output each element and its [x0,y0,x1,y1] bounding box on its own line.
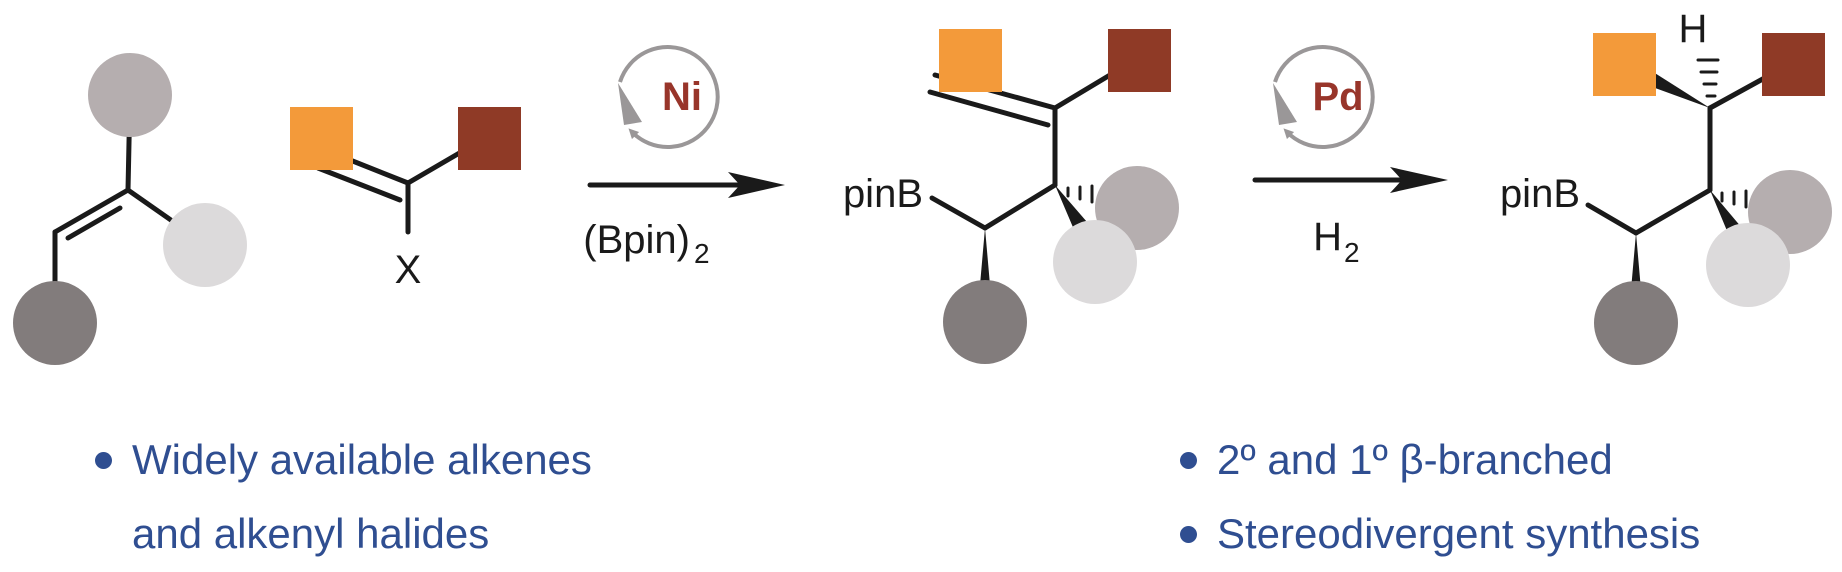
orange-square [939,29,1002,92]
pd-cycle-arrowhead-icon [1273,83,1297,125]
reaction-scheme: X Ni (Bpin) 2 pinB [13,7,1832,365]
substituent-light-gray [1053,220,1137,304]
boron-group-label: pinB [843,172,923,216]
wedge-bond-icon-2 [1631,233,1641,290]
ni-cycle-arrowhead-icon [618,83,642,125]
orange-square [290,107,353,170]
orange-square [1593,33,1656,96]
substituent-dark-gray [943,280,1027,364]
red-square [1108,29,1171,92]
step2-arrowhead-icon [1390,167,1448,193]
hydrogen-label: H [1679,7,1708,51]
bullet-continuation: and alkenyl halides [132,510,490,557]
step2: Pd H 2 [1252,44,1448,268]
wedge-bond-icon [1644,70,1710,108]
alkene-substituent-medium-gray [88,53,172,137]
bullet-item: 2º and 1º β-branched [1180,423,1700,497]
step1-arrowhead-icon [728,172,785,198]
right-bullet-list: 2º and 1º β-branched Stereodivergent syn… [1180,423,1700,571]
alkene-substituent-dark-gray [13,281,97,365]
wedge-bond-icon-2 [1055,185,1087,232]
bullet-dot-icon [1180,451,1197,469]
step1-reagent-subscript: 2 [694,238,710,269]
step1-reagent: (Bpin) [583,218,690,262]
bullet-text: Stereodivergent synthesis [1217,510,1701,557]
step2-reagent: H [1313,215,1342,259]
step1: Ni (Bpin) 2 [583,44,785,269]
bullet-text: 2º and 1º β-branched [1217,436,1613,483]
bullet-text: Widely available alkenes [132,436,592,483]
alkenyl-halide: X [290,107,521,292]
alkene-substituent-light-gray [163,203,247,287]
pd-catalytic-cycle-icon [1273,44,1375,149]
boron-group-label: pinB [1500,172,1580,216]
ni-catalyst-label: Ni [662,75,702,119]
wedge-bond-icon [980,228,990,285]
red-square [458,107,521,170]
substituent-dark-gray [1594,281,1678,365]
hashed-bond-h-icon [1696,58,1720,98]
bullet-item: Widely available alkenes [95,423,592,497]
alkene-substrate [13,53,247,365]
left-bullet-list: Widely available alkenes and alkenyl hal… [95,423,592,571]
pd-catalyst-label: Pd [1312,75,1363,119]
step2-reagent-subscript: 2 [1344,237,1360,268]
leaving-group-label: X [395,248,422,292]
bullet-dot-icon [95,451,112,469]
borylated-product: pinB [843,29,1179,364]
bullet-item: Stereodivergent synthesis [1180,497,1700,571]
hydrogenated-product: pinB H [1500,7,1832,365]
ni-catalytic-cycle-icon [618,44,720,149]
substituent-light-gray [1706,223,1790,307]
red-square [1762,33,1825,96]
bullet-dot-icon [1180,525,1197,543]
